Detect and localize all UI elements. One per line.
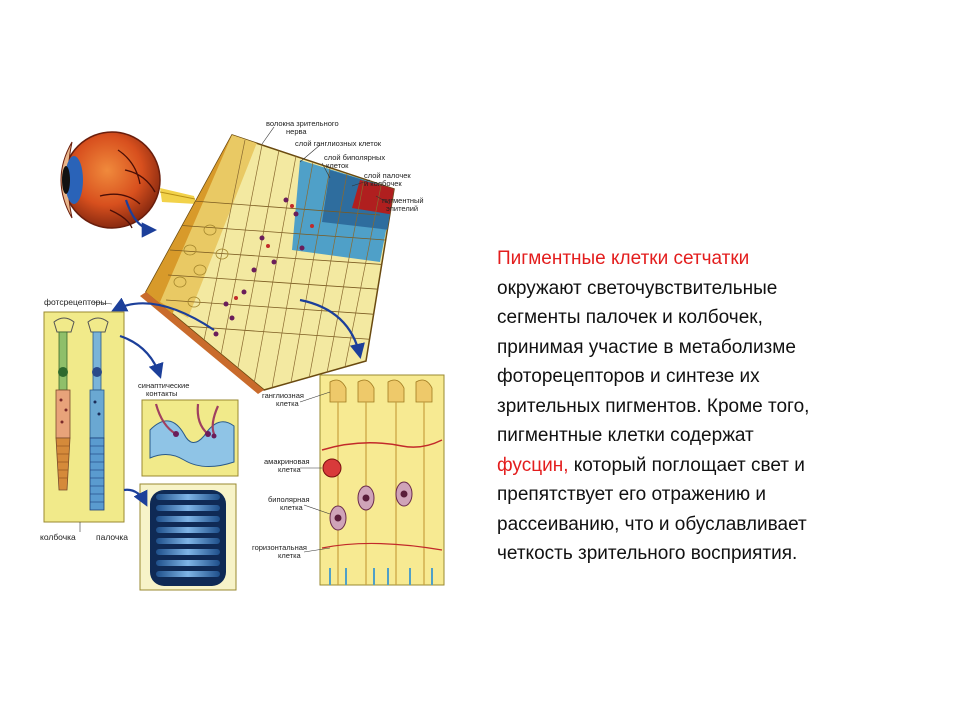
text-line-8: фусцин, который поглощает свет и: [497, 451, 937, 481]
eyeball-icon: [60, 131, 196, 229]
description-text: Пигментные клетки сетчатки окружают свет…: [497, 244, 937, 569]
highlight-pigment-cells: Пигментные клетки сетчатки: [497, 248, 750, 269]
retina-neurons-panel: ганглиозная клетка амакриновая клетка би…: [252, 374, 445, 586]
label-bipolar-layer-1: слой биполярных: [324, 153, 385, 162]
label-amacrine-2: клетка: [278, 465, 302, 474]
label-horizontal-2: клетка: [278, 551, 302, 560]
label-nerve-fibers-1: волокна зрительного: [266, 119, 339, 128]
text-line-6: зрительных пигментов. Кроме того,: [497, 395, 810, 417]
arrow-retina-to-photoreceptors: [111, 297, 215, 331]
label-rod: палочка: [96, 532, 128, 542]
text-line-4: принимая участие в метаболизме: [497, 336, 796, 358]
arrow-eye-to-retina: [124, 199, 158, 238]
label-nerve-fibers-2: нерва: [286, 127, 307, 136]
highlight-fuscin: фусцин,: [497, 454, 569, 476]
text-line-11: четкость зрительного восприятия.: [497, 543, 798, 564]
text-line-2: окружают светочувствительные: [497, 277, 778, 299]
retina-layer-labels: [261, 126, 391, 205]
cone-cell: [53, 317, 75, 491]
label-cone: колбочка: [40, 532, 76, 542]
text-line-8-rest: который поглощает свет и: [568, 454, 805, 476]
rod-disc-stack-panel: [139, 483, 237, 591]
label-ganglion-layer: слой ганглиозных клеток: [295, 139, 382, 148]
label-amacrine-1: амакриновая: [264, 457, 310, 466]
label-rods-cones-2: и колбочек: [364, 179, 402, 188]
text-line-7: пигментные клетки содержат: [497, 425, 754, 446]
label-synaptic-1: синаптические: [138, 381, 189, 390]
arrow-to-synaptic: [119, 334, 164, 379]
label-bipolar-cell-1: биполярная: [268, 495, 310, 504]
label-photoreceptors: фотсрецепторы: [44, 297, 107, 307]
arrow-retina-to-neurons: [299, 298, 365, 360]
label-bipolar-cell-2: клетка: [280, 503, 304, 512]
label-pigment-1: пигментный: [382, 196, 424, 205]
text-line-10: рассеиванию, что и обуславливает: [497, 513, 807, 535]
label-horizontal-1: горизонтальная: [252, 543, 307, 552]
label-rods-cones-1: слой палочек: [364, 171, 411, 180]
text-line-3: сегменты палочек и колбочек,: [497, 307, 763, 328]
arrow-to-disc-stack: [123, 488, 148, 507]
label-bipolar-layer-2: клеток: [326, 161, 349, 170]
connector-arrows: [111, 199, 365, 507]
label-pigment-2: эпителий: [386, 204, 418, 213]
label-synaptic-2: контакты: [146, 389, 177, 398]
photoreceptors-panel: фотсрецепторы: [40, 297, 128, 542]
text-line-9: препятствует его отражению и: [497, 484, 767, 505]
synaptic-contacts-panel: синаптические контакты: [138, 381, 239, 477]
label-ganglion-cell-1: ганглиозная: [262, 391, 304, 400]
label-ganglion-cell-2: клетка: [276, 399, 300, 408]
text-line-5: фоторецепторов и синтезе их: [497, 366, 760, 387]
retina-layers-section: [140, 134, 395, 394]
rod-cell: [87, 317, 109, 511]
